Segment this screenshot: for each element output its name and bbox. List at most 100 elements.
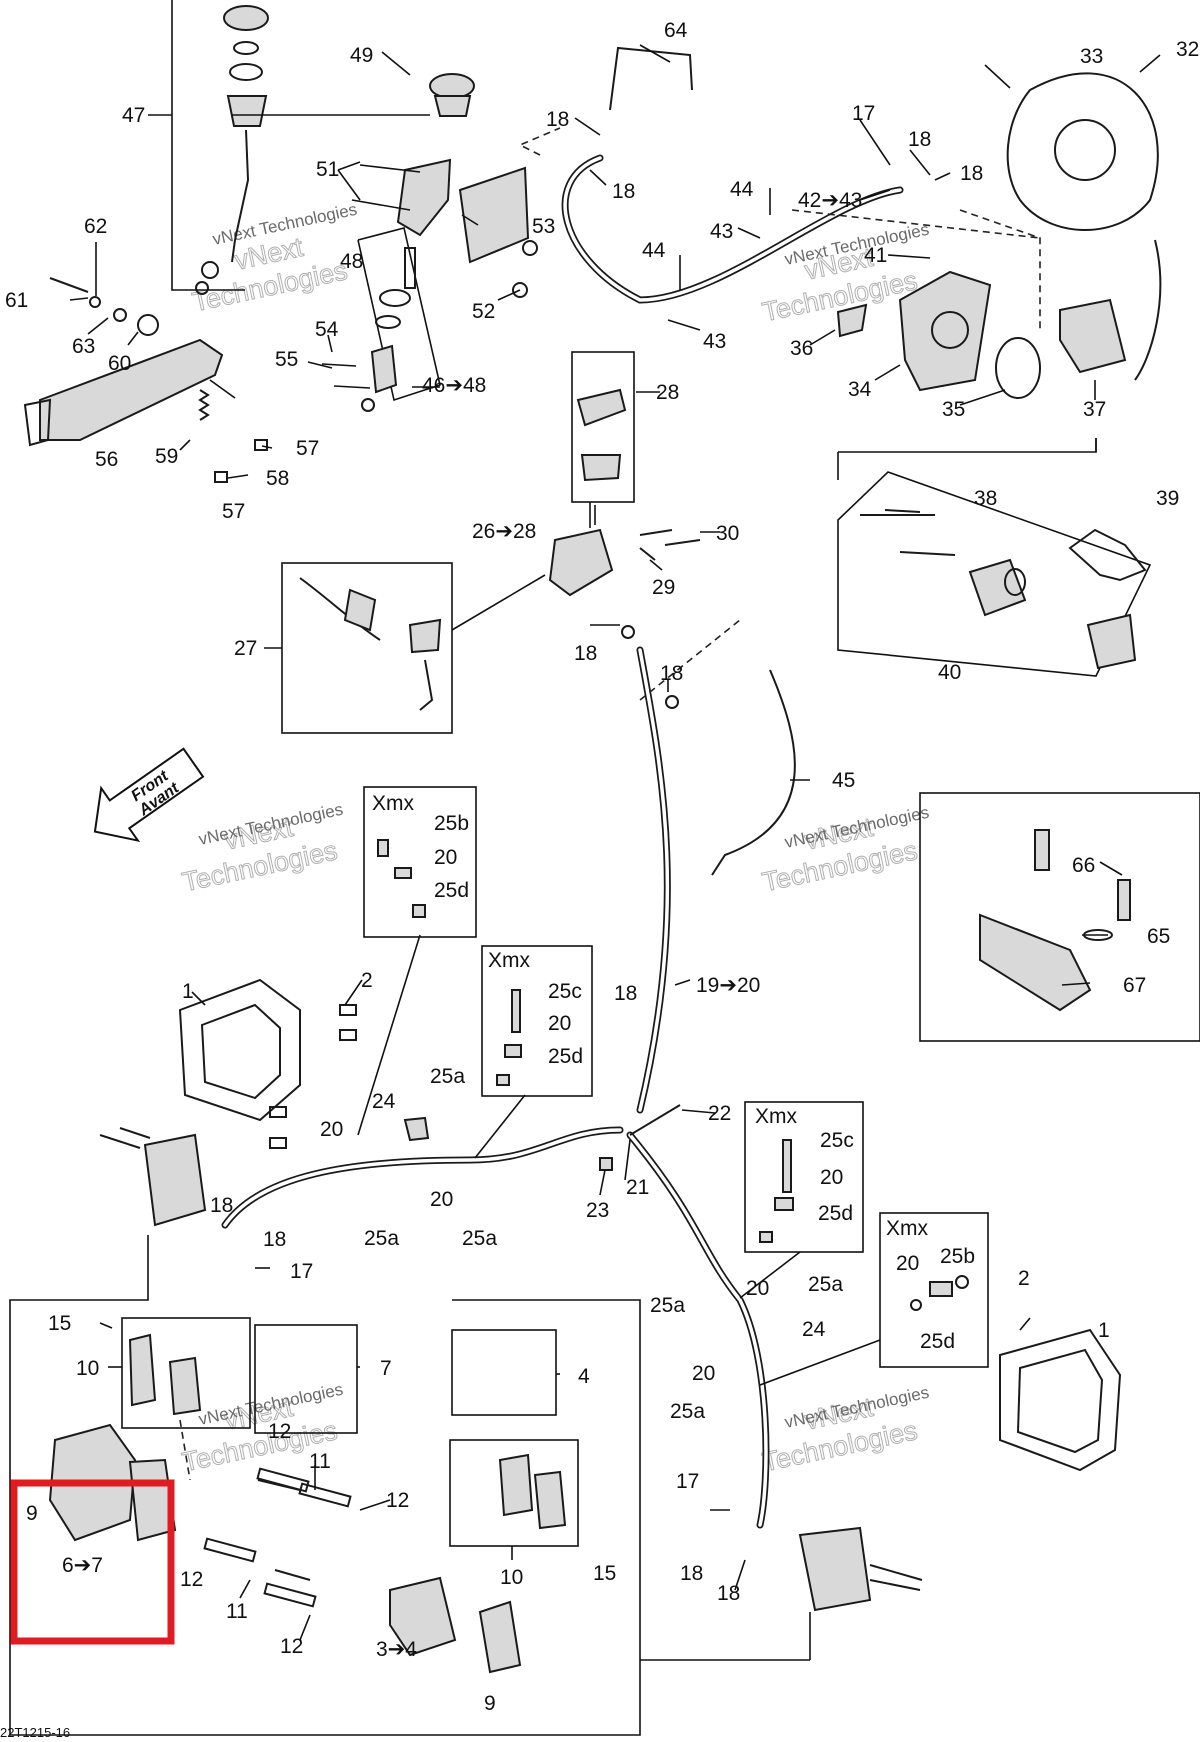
callout-12: 12 [180,1568,203,1591]
callout-48: 48 [340,250,363,273]
callout-40: 40 [938,661,961,684]
brake-pedal-icon [39,338,224,441]
xmx-box-3: Xmx 25c 20 25d [755,1105,854,1243]
caliper-bracket-icon [898,270,992,392]
callout-42-43: 42➔43 [798,189,862,212]
callout-18: 18 [612,180,635,203]
part-label: 25d [818,1202,853,1225]
callout-33: 33 [1080,45,1103,68]
callout-64: 64 [664,19,688,42]
callout-25a: 25a [364,1227,399,1250]
front-right-caliper-icon [798,1526,872,1612]
callout-20: 20 [430,1188,453,1211]
callout-25a: 25a [670,1400,705,1423]
callout-12: 12 [268,1420,291,1443]
callout-61: 61 [5,289,28,312]
callout-18: 18 [680,1562,703,1585]
callout-20: 20 [746,1277,769,1300]
callout-35: 35 [942,398,965,421]
callout-1: 1 [182,980,194,1003]
part-label: 25d [434,879,469,902]
callout-43: 43 [703,330,726,353]
part-label: 25b [940,1245,975,1268]
callout-45: 45 [832,769,855,792]
callout-labels: 1 1 2 2 3➔4 4 6➔7 7 9 9 10 10 11 11 12 1… [5,19,1199,1715]
callout-37: 37 [1083,398,1106,421]
hose-guard-icon [979,913,1092,1012]
callout-19-20: 19➔20 [696,974,760,997]
callout-57: 57 [222,500,245,523]
reservoir-icon [429,73,475,99]
callout-51: 51 [316,158,339,181]
part-label: 25d [548,1045,583,1068]
brake-hoses [221,46,904,1529]
callout-18: 18 [660,662,683,685]
callout-11: 11 [309,1450,331,1473]
callout-47: 47 [122,104,145,127]
caliper-half-icon [389,1576,457,1657]
callout-18: 18 [210,1194,233,1217]
part-label: 20 [434,846,457,869]
xmx-header: Xmx [488,949,531,972]
callout-43: 43 [710,220,733,243]
callout-1: 1 [1098,1319,1110,1342]
callout-27: 27 [234,637,257,660]
brake-lever-icon [343,588,377,632]
callout-36: 36 [790,337,813,360]
callout-65: 65 [1147,925,1170,948]
callout-28: 28 [656,381,679,404]
callout-25a: 25a [430,1065,465,1088]
xmx-box-2: Xmx 25c 20 25d [488,949,583,1086]
heel-guard-icon [458,166,530,264]
callout-7: 7 [380,1357,392,1380]
part-label: 25c [820,1129,854,1152]
master-cylinder-icon [396,158,452,237]
callout-10: 10 [500,1566,523,1589]
highlight-box [10,1479,175,1645]
callout-25a: 25a [650,1294,685,1317]
callout-32: 32 [1176,38,1199,61]
xmx-header: Xmx [886,1217,929,1240]
callout-18: 18 [908,128,931,151]
front-left-caliper-icon [143,1133,207,1227]
callout-4: 4 [578,1365,590,1388]
callout-11: 11 [226,1600,248,1623]
callout-2: 2 [1018,1267,1030,1290]
callout-23: 23 [586,1199,609,1222]
callout-9: 9 [484,1692,496,1715]
callout-52: 52 [472,300,495,323]
caliper-body-icon [968,558,1027,617]
callout-62: 62 [84,215,107,238]
callout-67: 67 [1123,974,1146,997]
xmx-header: Xmx [372,792,415,815]
callout-26-28: 26➔28 [472,520,536,543]
callout-56: 56 [95,448,118,471]
reservoir-cap-icon [223,5,269,31]
callout-30: 30 [716,522,739,545]
callout-18: 18 [263,1228,286,1251]
callout-9: 9 [26,1502,38,1525]
callout-18: 18 [960,162,983,185]
callout-53: 53 [532,215,555,238]
callout-18: 18 [717,1582,740,1605]
callout-3-4: 3➔4 [376,1638,417,1661]
part-label: 25d [920,1330,955,1353]
callout-39: 39 [1156,487,1179,510]
callout-60: 60 [108,352,131,375]
part-label: 20 [820,1166,843,1189]
callout-41: 41 [864,244,887,267]
callout-15: 15 [593,1562,616,1585]
part-label: 25c [548,980,582,1003]
callout-17: 17 [290,1260,313,1283]
callout-24: 24 [372,1090,396,1113]
reservoir-body-icon [226,95,268,127]
callout-66: 66 [1072,854,1095,877]
callout-15: 15 [48,1312,71,1335]
callout-44: 44 [642,239,666,262]
callout-20: 20 [692,1362,715,1385]
front-master-cylinder-icon [548,528,614,597]
leader-lines [69,44,1161,1661]
callout-49: 49 [350,44,373,67]
part-label: 20 [548,1012,571,1035]
